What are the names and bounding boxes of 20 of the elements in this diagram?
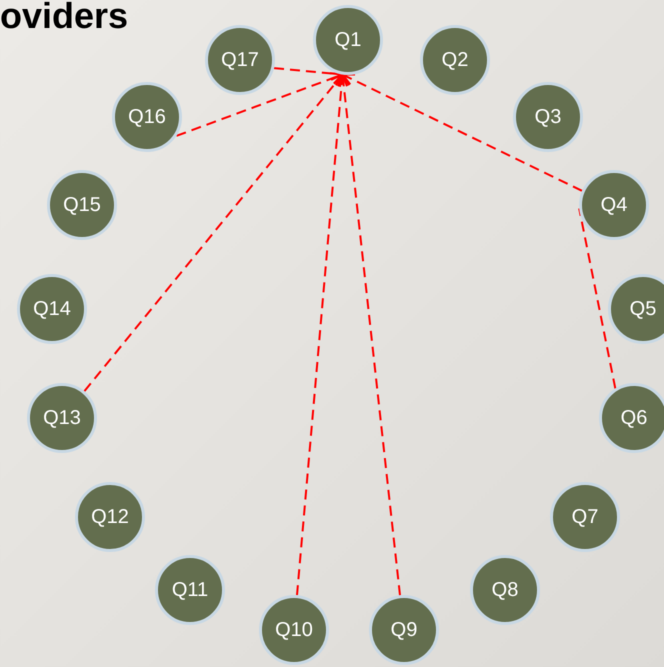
- node-circle: Q16: [112, 82, 182, 152]
- node-circle: Q15: [47, 170, 117, 240]
- node-circle: Q12: [75, 482, 145, 552]
- node-circle: Q7: [550, 482, 620, 552]
- title: oviders: [0, 0, 128, 36]
- node-circle: Q1: [313, 5, 383, 75]
- dashed-arrow: [341, 73, 582, 192]
- node-circle: Q9: [369, 595, 439, 665]
- node-circle: Q13: [27, 383, 97, 453]
- node-circle: Q8: [470, 555, 540, 625]
- node-circle: Q5: [608, 274, 664, 344]
- node-circle: Q3: [513, 82, 583, 152]
- node-circle: Q17: [205, 25, 275, 95]
- node-circle: Q10: [259, 595, 329, 665]
- node-circle: Q11: [155, 555, 225, 625]
- dashed-arrow: [84, 73, 344, 392]
- node-circle: Q2: [420, 25, 490, 95]
- node-circle: Q6: [599, 383, 664, 453]
- node-circle: Q14: [17, 274, 87, 344]
- node-circle: Q4: [579, 170, 649, 240]
